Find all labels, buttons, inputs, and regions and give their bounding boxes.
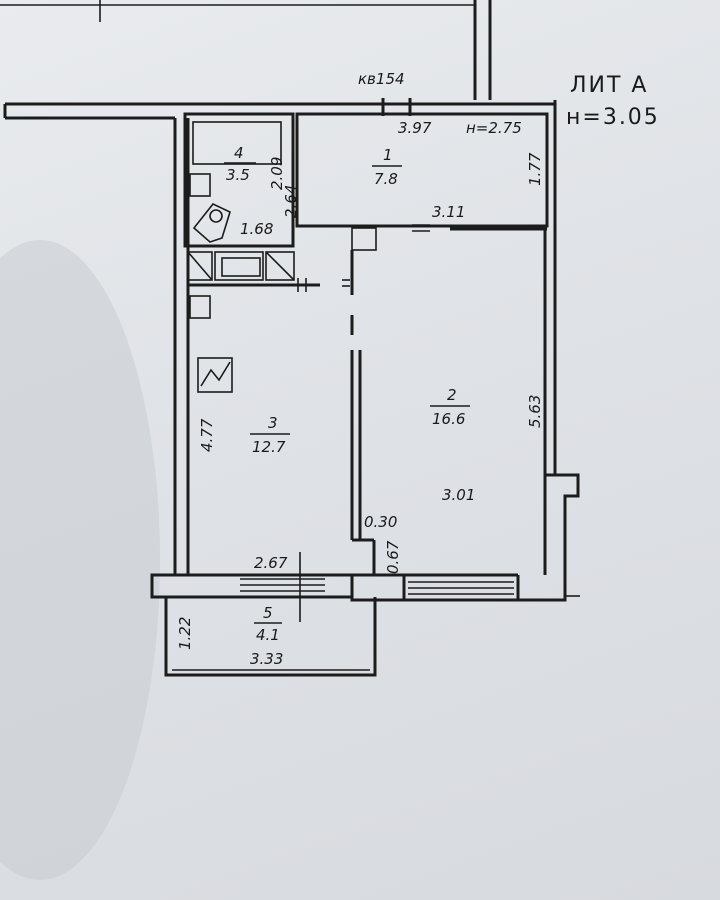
room-1-number: 1 bbox=[383, 146, 393, 164]
bottom-wall-windows bbox=[150, 552, 518, 622]
dim-r5-bottom: 3.33 bbox=[250, 650, 283, 668]
dim-r2-right: 5.63 bbox=[526, 395, 544, 428]
dim-r3-left: 4.77 bbox=[198, 418, 216, 452]
room-2-area: 16.6 bbox=[432, 410, 465, 428]
dim-r4-side: 2.09 bbox=[268, 157, 286, 190]
dim-r4-door: 2.64 bbox=[282, 185, 300, 218]
room-3-number: 3 bbox=[268, 414, 278, 432]
room-4-area: 3.5 bbox=[226, 166, 250, 184]
adjacent-structure bbox=[0, 0, 555, 120]
storage-cabinets bbox=[187, 251, 320, 287]
paper-shadow bbox=[0, 240, 160, 880]
dim-r1-height: н=2.75 bbox=[466, 119, 522, 137]
dim-r2-bottom: 3.01 bbox=[442, 486, 475, 504]
room-2-number: 2 bbox=[447, 386, 457, 404]
room-1-area: 7.8 bbox=[374, 170, 398, 188]
building-height: н=3.05 bbox=[566, 105, 660, 130]
dim-r2-small2: 0.67 bbox=[384, 540, 402, 574]
exterior-walls bbox=[173, 100, 580, 602]
room-4-bathroom bbox=[183, 112, 295, 248]
apartment-number: кв154 bbox=[358, 70, 405, 88]
room-1-walls bbox=[295, 98, 549, 292]
lit-label: ЛИТ А bbox=[570, 73, 648, 98]
room-4-number: 4 bbox=[234, 144, 244, 162]
room-5-balcony bbox=[164, 597, 377, 677]
dim-r1-right: 1.77 bbox=[526, 152, 544, 186]
dim-r3-bottom: 2.67 bbox=[254, 554, 288, 572]
dim-r1-top: 3.97 bbox=[398, 119, 432, 137]
room-5-area: 4.1 bbox=[256, 626, 280, 644]
partition-walls bbox=[342, 227, 377, 575]
room-3-area: 12.7 bbox=[252, 438, 286, 456]
dim-r4-bottom: 1.68 bbox=[240, 220, 273, 238]
dim-r5-left: 1.22 bbox=[176, 617, 194, 650]
dim-r2-small: 0.30 bbox=[364, 513, 397, 531]
room-5-number: 5 bbox=[263, 604, 273, 622]
kitchen-fixtures bbox=[189, 295, 233, 393]
dim-r1-bottom: 3.11 bbox=[432, 203, 465, 221]
